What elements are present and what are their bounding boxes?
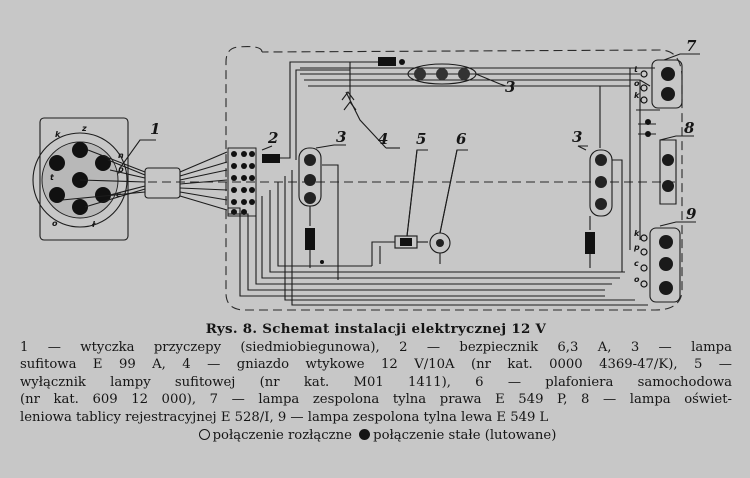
- component-label: 5: [416, 130, 426, 148]
- terminal-block: [227, 147, 257, 217]
- harness-bottom: [228, 170, 648, 306]
- component-label: 2: [267, 129, 278, 147]
- legend-line: (nr kat. 609 12 000), 7 — lampa zespolon…: [20, 392, 732, 408]
- cable-wires: [179, 151, 228, 211]
- cable-sleeve: [144, 167, 181, 199]
- pin-label: o: [52, 219, 58, 228]
- right-column-wires: [629, 68, 660, 250]
- caption-legend: 1 — wtyczka przyczepy (siedmiobiegunowa)…: [20, 339, 732, 427]
- leader-lines: [119, 53, 700, 237]
- rear-lamp-right: t o k: [634, 59, 683, 109]
- svg-text:t: t: [634, 65, 639, 74]
- pin-label: t: [50, 173, 55, 182]
- license-plate-lamp: [645, 119, 677, 205]
- pin-label: n: [118, 151, 124, 160]
- ceiling-lamp-left: [298, 147, 339, 280]
- figure-caption: Rys. 8. Schemat instalacji elektrycznej …: [20, 321, 732, 444]
- component-label: 7: [686, 37, 697, 55]
- pin-label: p: [117, 165, 124, 174]
- svg-text:k: k: [634, 229, 640, 238]
- wiring-diagram: k z n p t c o ł: [32, 37, 700, 311]
- svg-text:k: k: [634, 91, 640, 100]
- svg-text:o: o: [634, 79, 640, 88]
- open-circle-icon: [198, 428, 210, 440]
- symbol-key: połączenie rozłączne połączenie stałe (l…: [20, 427, 732, 445]
- legend-line: wyłącznik lampy sufitowej (nr kat. M01 1…: [20, 374, 732, 390]
- component-label: 4: [378, 130, 388, 148]
- svg-text:o: o: [634, 275, 640, 284]
- component-label: 3: [505, 78, 515, 96]
- pin-label: z: [81, 124, 87, 133]
- filled-circle-icon: [359, 428, 371, 440]
- trailer-plug: k z n p t c o ł: [32, 117, 129, 241]
- legend-line: 1 — wtyczka przyczepy (siedmiobiegunowa)…: [20, 339, 732, 355]
- trailer-outline: [225, 46, 683, 311]
- key-open-label: połączenie rozłączne: [212, 427, 352, 443]
- ceiling-lamp-right: [585, 86, 623, 272]
- component-label: 3: [572, 128, 582, 146]
- component-label: 8: [684, 119, 695, 137]
- component-label: 1: [150, 120, 160, 138]
- legend-line: sufitowa E 99 A, 4 — gniazdo wtykowe 12 …: [20, 357, 732, 373]
- wall-socket: [341, 91, 387, 149]
- component-label: 9: [686, 205, 697, 223]
- pin-label: ł: [91, 220, 96, 229]
- key-solid-label: połączenie stałe (lutowane): [373, 427, 557, 443]
- svg-text:p: p: [633, 243, 640, 252]
- svg-text:c: c: [634, 259, 639, 268]
- component-label: 3: [336, 128, 346, 146]
- legend-line: leniowa tablicy rejestracyjnej E 528/I, …: [20, 409, 549, 425]
- caption-title: Rys. 8. Schemat instalacji elektrycznej …: [205, 321, 547, 337]
- rear-lamp-left: k p c o: [633, 227, 681, 303]
- fuse: [262, 154, 280, 163]
- plug-wire-fan: [61, 149, 146, 208]
- component-label: 6: [456, 130, 467, 148]
- upper-lamp-assembly: [378, 57, 501, 85]
- pin-label: k: [55, 130, 61, 139]
